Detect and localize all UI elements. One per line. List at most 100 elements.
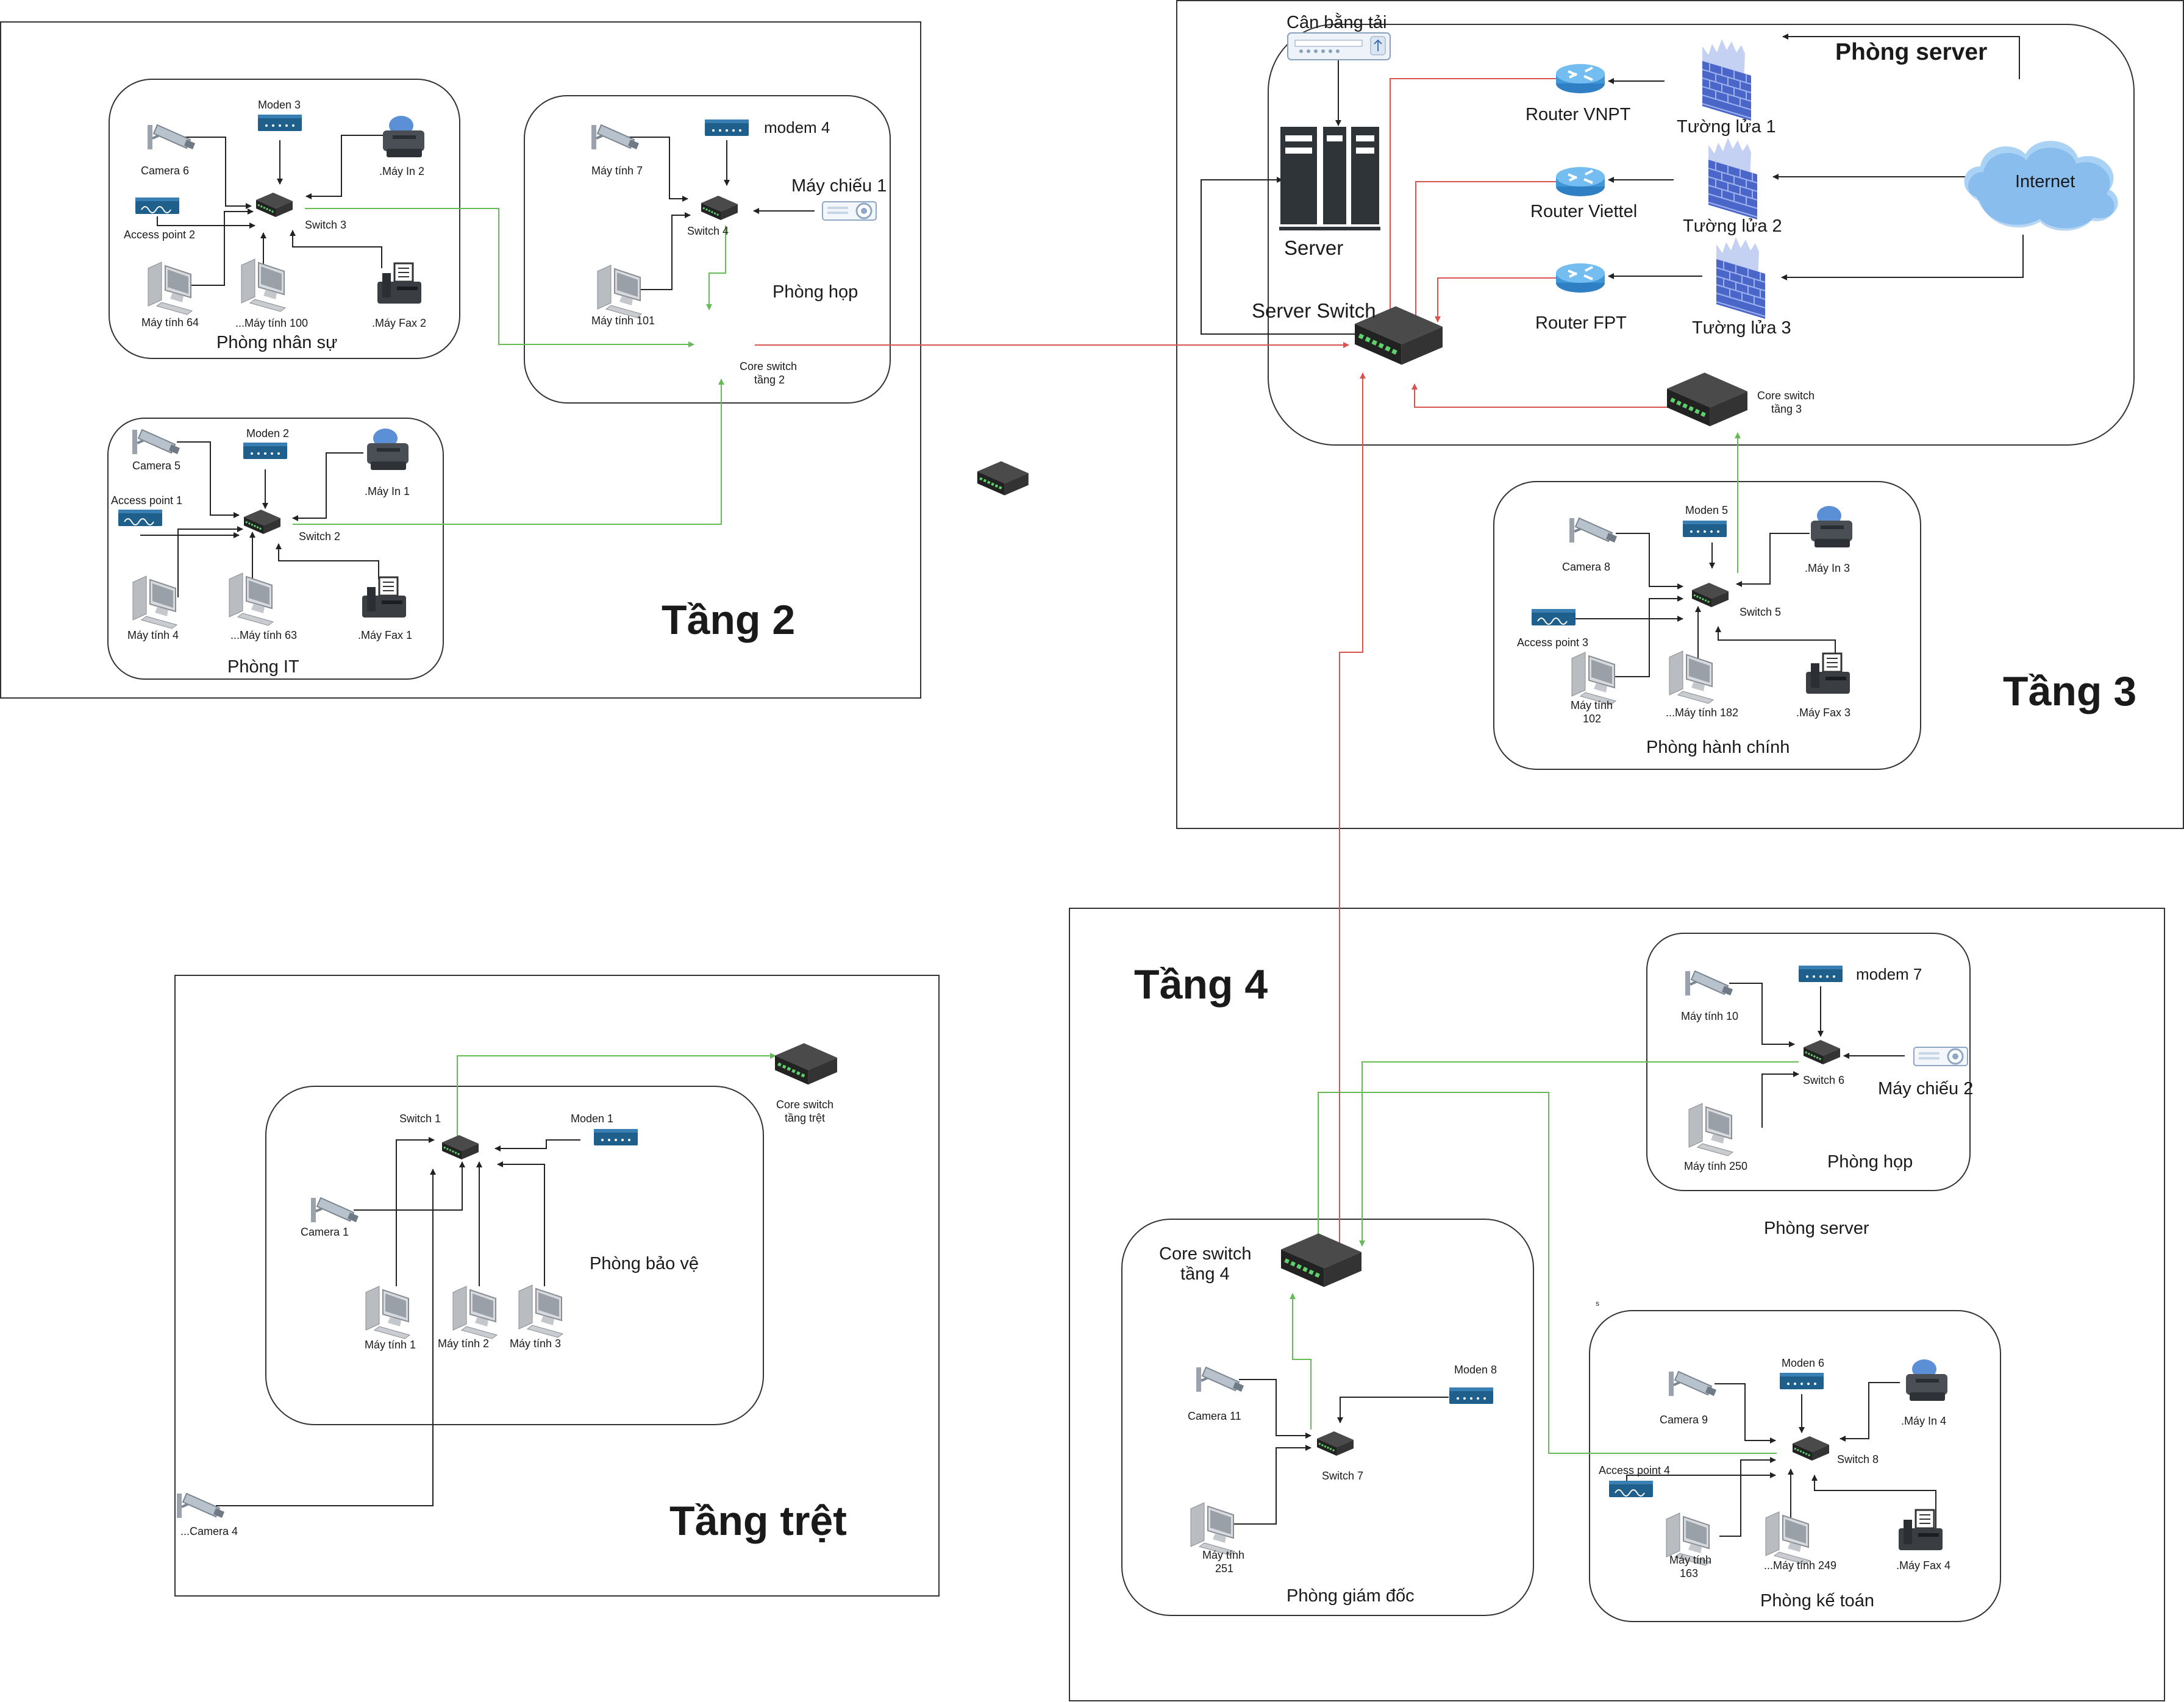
camera-icon xyxy=(1195,1366,1245,1393)
projector-icon xyxy=(1913,1046,1969,1067)
firewall-icon xyxy=(1708,137,1758,220)
node-label: modem 7 xyxy=(1856,965,1922,983)
node-label: Tường lửa 3 xyxy=(1692,318,1791,338)
internal-links xyxy=(140,34,2024,1537)
node-label: Máy tính 101 xyxy=(591,315,655,327)
room-title: Phòng nhân sự xyxy=(216,333,337,352)
floor-title: Tầng trệt xyxy=(669,1498,847,1544)
room-frame-phong-ke-toan xyxy=(1589,1310,2001,1622)
room-frame-phong-hanh-chinh xyxy=(1493,481,1921,770)
room-title: Phòng họp xyxy=(773,282,858,302)
computer-icon xyxy=(132,575,177,629)
node-label: Máy tính 7 xyxy=(591,165,643,177)
node-label: 163 xyxy=(1680,1567,1698,1579)
camera-icon xyxy=(310,1197,360,1223)
node-label: Máy tính 2 xyxy=(438,1337,489,1350)
room-frame-phong-server-3 xyxy=(1268,24,2135,446)
floor-4-frame xyxy=(1069,908,2165,1701)
uplink-links xyxy=(293,208,1799,1454)
node-label: Máy tính 64 xyxy=(141,316,199,329)
node-label: Server Switch xyxy=(1252,299,1376,322)
room-title: Phòng IT xyxy=(227,657,299,677)
node-label: tầng trệt xyxy=(785,1112,825,1124)
node-label: Switch 1 xyxy=(399,1113,441,1125)
printer-icon xyxy=(1906,1359,1947,1401)
node-label: Switch 3 xyxy=(305,219,346,231)
switch-icon xyxy=(1791,1435,1830,1462)
core-switch-icon xyxy=(977,461,1029,496)
node-label: Core switch xyxy=(1757,390,1815,402)
server-icon xyxy=(1279,127,1380,230)
node-label: Máy tính 4 xyxy=(127,629,179,641)
node-label: Máy tính xyxy=(1669,1554,1711,1566)
node-label: Moden 2 xyxy=(246,427,289,440)
node-label: 102 xyxy=(1583,713,1601,725)
room-frame-phong-giam-doc xyxy=(1121,1219,1534,1616)
stray-mark: s xyxy=(1596,1299,1599,1308)
node-label: ...Máy tính 249 xyxy=(1764,1559,1836,1572)
camera-icon xyxy=(1684,970,1734,997)
node-label: tầng 4 xyxy=(1180,1264,1230,1284)
node-label: Máy chiếu 2 xyxy=(1878,1079,1973,1098)
node-label: .Máy Fax 4 xyxy=(1896,1559,1950,1572)
node-label: Access point 1 xyxy=(111,494,182,507)
printer-icon xyxy=(1811,506,1852,547)
projector-icon xyxy=(821,201,877,221)
node-label: Router VNPT xyxy=(1526,105,1631,124)
computer-icon xyxy=(1669,650,1714,704)
computer-icon xyxy=(597,265,642,318)
fax-icon xyxy=(361,576,407,619)
switch-icon xyxy=(700,194,739,221)
access-point-icon xyxy=(135,197,180,215)
camera-icon xyxy=(1668,1370,1718,1397)
modem-icon xyxy=(1449,1387,1493,1404)
modem-icon xyxy=(594,1129,638,1145)
modem-icon xyxy=(1780,1373,1824,1389)
node-label: Internet xyxy=(2015,172,2075,191)
access-point-icon xyxy=(1608,1480,1654,1498)
computer-icon xyxy=(229,572,274,626)
node-label: Máy chiếu 1 xyxy=(791,176,887,196)
modem-icon xyxy=(1799,966,1843,982)
floor-3-frame xyxy=(1176,0,2184,829)
core-switch-icon xyxy=(775,1043,837,1084)
node-label: Access point 3 xyxy=(1517,636,1588,649)
node-label: Switch 4 xyxy=(687,225,729,237)
node-label: Router Viettel xyxy=(1530,202,1637,221)
firewall-icon xyxy=(1716,237,1766,319)
printer-icon xyxy=(383,116,424,157)
node-label: ...Máy tính 182 xyxy=(1666,707,1738,719)
switch-icon xyxy=(1802,1039,1841,1066)
room-title: Phòng hành chính xyxy=(1646,738,1790,757)
room-frame-phong-it xyxy=(107,418,444,680)
room-title: Phòng kế toán xyxy=(1760,1591,1874,1611)
room-title: Phòng giám đốc xyxy=(1286,1586,1415,1606)
node-label: Camera 6 xyxy=(141,165,189,177)
room-frame-phong-hop-2 xyxy=(524,95,891,404)
computer-icon xyxy=(365,1286,410,1339)
node-label: Access point 2 xyxy=(124,229,195,241)
node-label: Camera 5 xyxy=(132,460,180,472)
node-label: Camera 9 xyxy=(1660,1414,1708,1426)
node-label: Switch 6 xyxy=(1803,1074,1844,1086)
node-label: .Máy In 1 xyxy=(365,485,410,497)
computer-icon xyxy=(518,1284,563,1338)
node-label: 251 xyxy=(1215,1562,1233,1575)
access-point-icon xyxy=(118,509,163,527)
computer-icon xyxy=(241,258,286,312)
node-label: Switch 5 xyxy=(1740,606,1781,618)
node-label: Switch 7 xyxy=(1322,1470,1363,1482)
node-label: modem 4 xyxy=(764,118,830,137)
router-icon xyxy=(1555,166,1606,198)
switch-icon xyxy=(243,508,282,535)
node-label: Switch 8 xyxy=(1837,1453,1879,1465)
node-label: Switch 2 xyxy=(299,530,340,543)
computer-icon xyxy=(452,1286,498,1339)
fax-icon xyxy=(1805,652,1851,695)
node-label: Máy tính xyxy=(1571,699,1613,711)
node-label: Máy tính 10 xyxy=(1681,1010,1738,1022)
firewall-icon xyxy=(1702,38,1752,121)
printer-icon xyxy=(367,429,409,470)
node-label: ...Máy tính 63 xyxy=(230,629,297,641)
room-title: Phòng bảo vệ xyxy=(590,1254,699,1273)
